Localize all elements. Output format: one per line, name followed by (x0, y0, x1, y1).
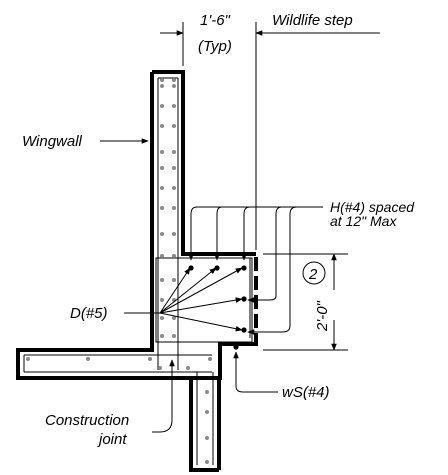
step-rebar-dots (188, 265, 247, 350)
step-rebar-dot (241, 265, 247, 271)
footing-rebar-dot (205, 436, 209, 440)
footing-rebar-dot (86, 357, 90, 361)
footing-rebar-dot (186, 366, 190, 370)
construction-joint-leader (152, 359, 175, 433)
step-rebar-dot (241, 327, 247, 333)
dimension-top-label: 1'-6" (200, 12, 231, 29)
footing-rebar-dot (26, 357, 30, 361)
wall-rebar-dot (160, 278, 164, 282)
wall-rebar-dot (172, 316, 176, 320)
step-rebar-dot (233, 344, 239, 350)
footing-rebar-dot (205, 460, 209, 464)
wall-rebar-dot (172, 254, 176, 258)
wall-rebar-dot (172, 334, 176, 338)
d-bars-leaders (124, 267, 243, 332)
ws-bars-label: wS(#4) (282, 384, 330, 401)
footing-rebar-dot (148, 357, 152, 361)
dimension-top (160, 22, 380, 250)
footing-rebar-dot (158, 366, 162, 370)
wall-rebar-dot (172, 124, 176, 128)
construction-joint-label-line2: joint (97, 431, 127, 448)
detail-number-circle (302, 261, 326, 285)
footing-rebar-dot (205, 410, 209, 414)
wall-rebar-dot (172, 78, 176, 82)
rebar-dots (26, 78, 212, 464)
wall-rebar-dot (172, 186, 176, 190)
wildlife-step-label: Wildlife step (272, 12, 353, 29)
step-rebar-dot (241, 296, 247, 302)
h-bars-label-line2: at 12" Max (330, 213, 397, 229)
wall-rebar-dot (160, 104, 164, 108)
wall-rebar-dot (160, 166, 164, 170)
construction-joint-label-line1: Construction (45, 412, 129, 429)
ws-bars-leader (233, 351, 278, 393)
wall-rebar-dot (160, 334, 164, 338)
wall-rebar-dot (172, 206, 176, 210)
wall-rebar-dot (160, 150, 164, 154)
wall-rebar-dot (172, 166, 176, 170)
wall-rebar-dot (172, 278, 176, 282)
d-bars-label: D(#5) (70, 305, 108, 322)
wall-rebar-dot (172, 232, 176, 236)
wall-rebar-dot (172, 150, 176, 154)
wall-rebar-dot (160, 316, 164, 320)
h-bars-label-line1: H(#4) spaced (330, 199, 415, 215)
footing-rebar-dot (208, 357, 212, 361)
wall-rebar-dot (160, 124, 164, 128)
dimension-side (263, 253, 348, 351)
wall-rebar-dot (172, 84, 176, 88)
wall-rebar-dot (160, 232, 164, 236)
wall-rebar-dot (160, 84, 164, 88)
wildlife-step-outline (183, 252, 258, 346)
wall-rebar-dot (160, 186, 164, 190)
step-rebar-dot (214, 265, 220, 271)
dimension-side-label: 2'-0" (314, 300, 331, 332)
wall-rebar-dot (160, 78, 164, 82)
wall-rebar-dot (160, 254, 164, 258)
wingwall-label: Wingwall (22, 133, 83, 150)
wall-rebar-dot (172, 104, 176, 108)
detail-number: 2 (308, 266, 318, 283)
footing-rebar-dot (205, 390, 209, 394)
wall-rebar-dot (160, 206, 164, 210)
h-bars-leaders (188, 206, 323, 335)
wall-rebar-dot (160, 298, 164, 302)
dimension-top-note: (Typ) (198, 38, 232, 55)
